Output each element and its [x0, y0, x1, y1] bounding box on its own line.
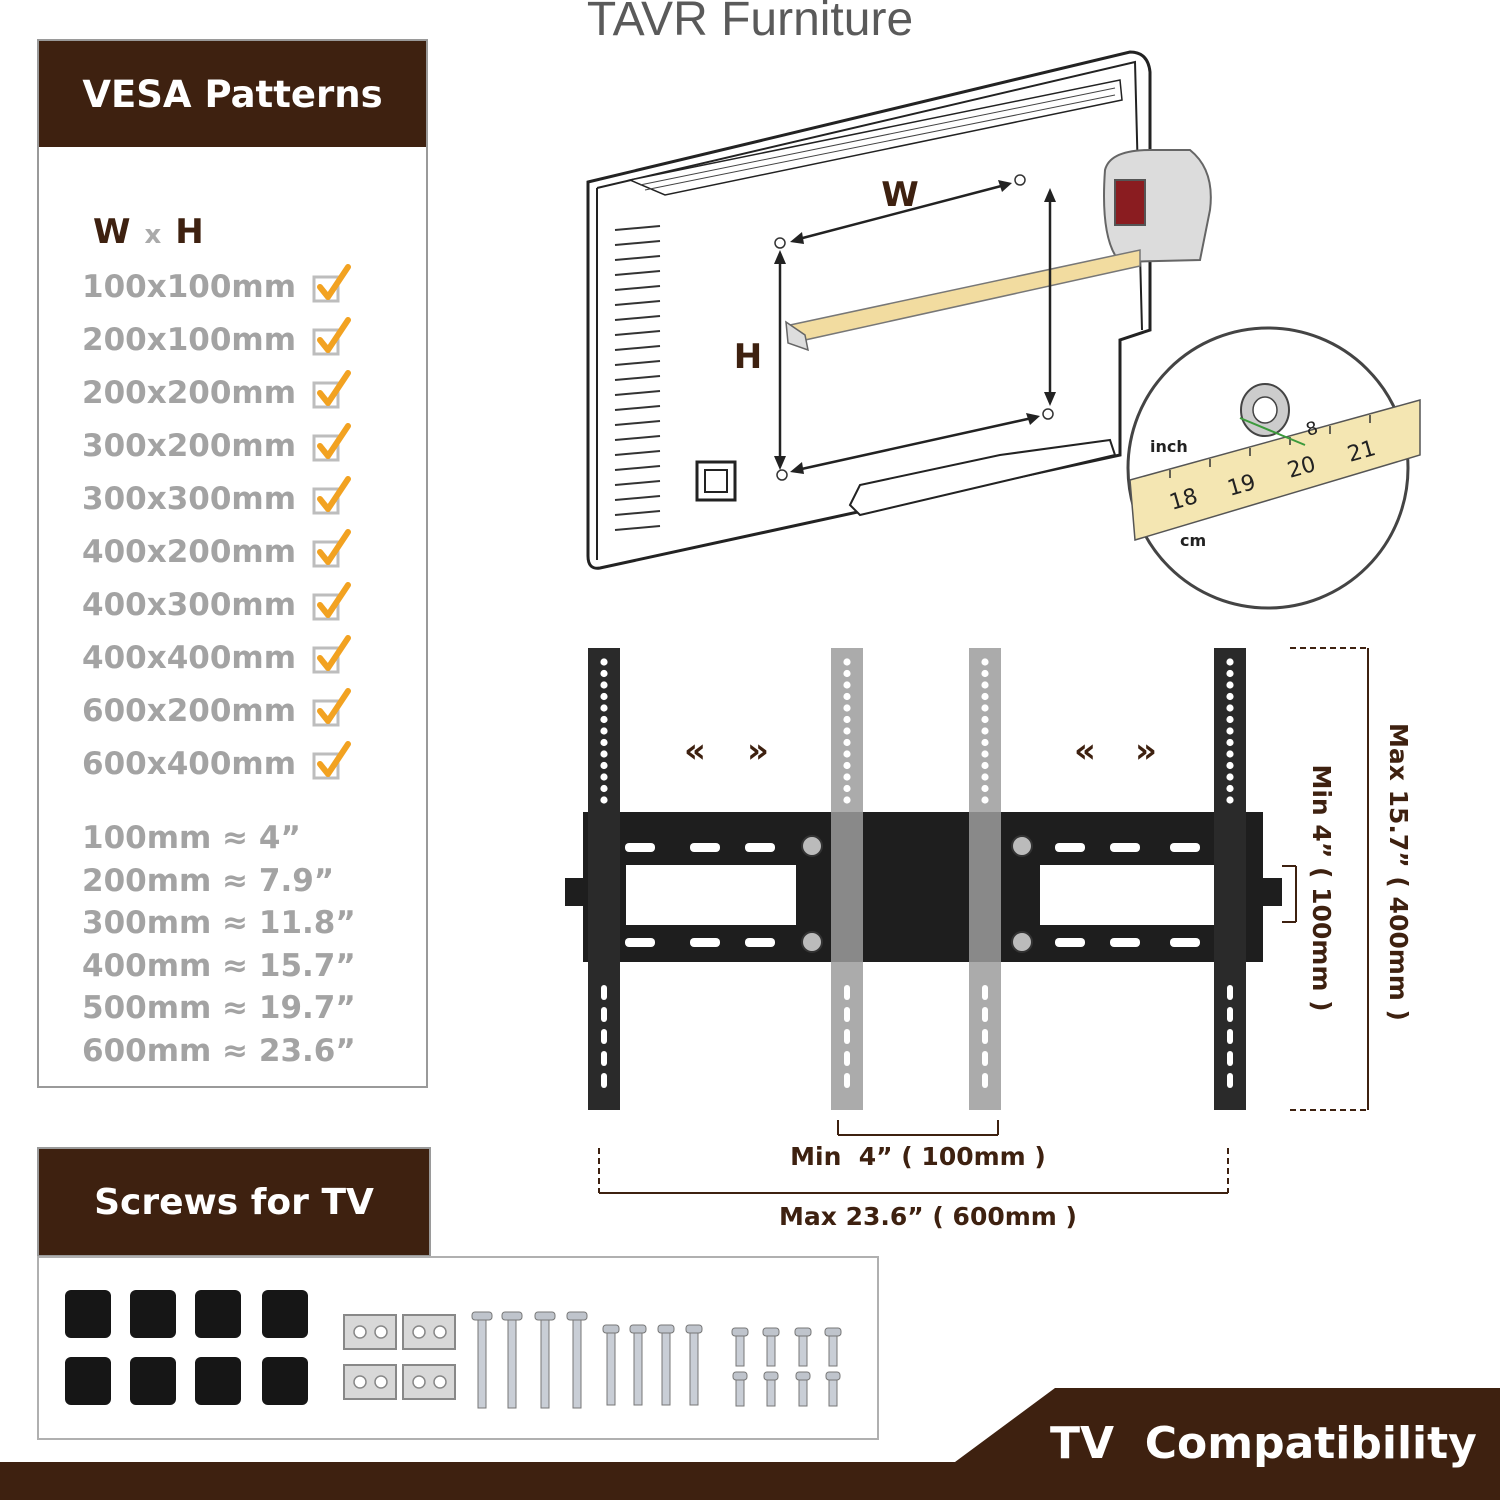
conversion-row: 400mm ≈ 15.7” — [82, 947, 356, 984]
pattern-row: 400x300mm — [82, 580, 352, 630]
pattern-row: 200x200mm — [82, 368, 352, 418]
pattern-size: 600x200mm — [82, 693, 297, 729]
w-dimension-label: W — [881, 175, 919, 215]
checkmark-icon — [312, 475, 352, 515]
conversion-row: 300mm ≈ 11.8” — [82, 905, 356, 941]
conversion-row: 500mm ≈ 19.7” — [82, 990, 356, 1026]
pattern-row: 600x400mm — [82, 739, 352, 789]
footer-title: TV Compatibility — [1050, 1418, 1477, 1469]
checkmark-icon — [312, 634, 352, 674]
checkmark-icon — [312, 422, 352, 462]
checkmark-icon — [312, 740, 352, 780]
screws-illustration — [65, 1290, 842, 1409]
conversion-row: 600mm ≈ 23.6” — [82, 1032, 356, 1069]
pattern-size: 300x300mm — [82, 481, 297, 517]
checkmark-icon — [312, 528, 352, 568]
pattern-size: 400x300mm — [82, 587, 297, 623]
footer-band — [0, 1388, 1500, 1500]
tape-number-8: 8 — [1304, 417, 1321, 440]
svg-text:»: » — [1135, 731, 1157, 771]
conversion-row: 200mm ≈ 7.9” — [82, 862, 335, 899]
pattern-size: 100x100mm — [82, 269, 297, 305]
h-header: H — [175, 212, 204, 252]
max-width-label: Max 23.6” ( 600mm ) — [779, 1202, 1077, 1231]
pattern-row: 400x200mm — [82, 527, 352, 577]
pattern-row: 300x300mm — [82, 474, 352, 524]
pattern-size: 400x400mm — [82, 640, 297, 676]
pattern-size: 600x400mm — [82, 746, 297, 782]
tape-cm-label: cm — [1180, 531, 1206, 550]
checkmark-icon — [312, 369, 352, 409]
pattern-row: 600x200mm — [82, 686, 352, 736]
max-height-label: Max 15.7” ( 400mm ) — [1384, 723, 1413, 1021]
brand-title: TAVR Furniture — [586, 0, 914, 46]
tape-inch-label: inch — [1150, 437, 1188, 456]
screws-panel-title: Screws for TV — [37, 1147, 431, 1257]
svg-text:«: « — [684, 731, 706, 771]
w-header: W — [93, 212, 131, 252]
checkmark-icon — [312, 687, 352, 727]
x-header: x — [144, 220, 162, 250]
min-height-label: Min 4” ( 100mm ) — [1307, 764, 1336, 1011]
bracket-diagram: « » « » Min 4” ( 100mm ) Max 23.6” ( 600… — [565, 647, 1413, 1231]
checkmark-icon — [312, 263, 352, 303]
pattern-row: 400x400mm — [82, 633, 352, 683]
vesa-patterns-panel: VESA Patterns — [37, 39, 428, 1088]
svg-text:«: « — [1074, 731, 1096, 771]
pattern-size: 200x100mm — [82, 322, 297, 358]
tv-back-diagram: W H inch cm 18 19 20 21 8 — [586, 50, 1421, 610]
checkmark-icon — [312, 316, 352, 356]
pattern-size: 300x200mm — [82, 428, 297, 464]
svg-text:»: » — [747, 731, 769, 771]
conversion-row: 100mm ≈ 4” — [82, 820, 301, 856]
pattern-row: 100x100mm — [82, 262, 352, 312]
pattern-size: 400x200mm — [82, 534, 297, 570]
checkmark-icon — [312, 581, 352, 621]
pattern-row: 300x200mm — [82, 421, 352, 471]
pattern-row: 200x100mm — [82, 315, 352, 365]
h-dimension-label: H — [734, 337, 762, 377]
pattern-size: 200x200mm — [82, 375, 297, 411]
vesa-panel-title: VESA Patterns — [39, 41, 426, 147]
min-width-label: Min 4” ( 100mm ) — [790, 1142, 1046, 1171]
